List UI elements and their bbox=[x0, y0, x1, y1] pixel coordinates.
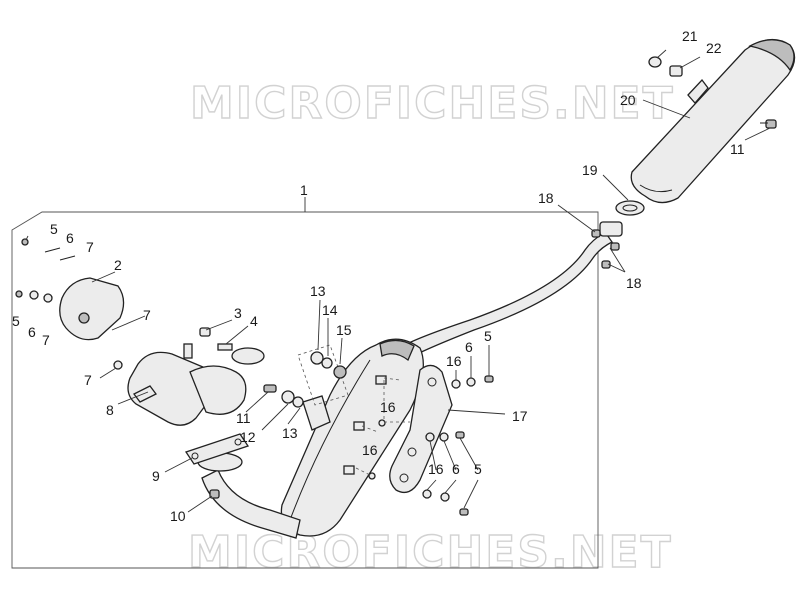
callout-10: 10 bbox=[170, 508, 186, 524]
callout-11-b: 11 bbox=[730, 141, 745, 157]
callout-5-d: 5 bbox=[474, 461, 482, 477]
callout-5-a: 5 bbox=[50, 221, 58, 237]
cap-nut-part bbox=[648, 56, 662, 68]
callout-15: 15 bbox=[336, 322, 352, 338]
callout-21: 21 bbox=[682, 28, 698, 44]
callout-labels: 1 2 3 4 5 6 7 5 6 7 7 7 8 9 10 11 12 13 … bbox=[12, 28, 745, 524]
callout-6-a: 6 bbox=[66, 230, 74, 246]
callout-7-b: 7 bbox=[42, 332, 50, 348]
heat-shield-bracket-part bbox=[389, 364, 453, 494]
link-pipe-part bbox=[395, 221, 623, 363]
callout-13-a: 13 bbox=[310, 283, 326, 299]
callout-7-a: 7 bbox=[86, 239, 94, 255]
flange-bolt bbox=[209, 489, 220, 499]
mount-washers bbox=[310, 351, 347, 379]
callout-11-a: 11 bbox=[236, 410, 251, 426]
callout-16-d: 16 bbox=[428, 461, 444, 477]
assembly-lines bbox=[355, 377, 410, 477]
callout-3: 3 bbox=[234, 305, 242, 321]
callout-6-d: 6 bbox=[452, 461, 460, 477]
callout-16-c: 16 bbox=[362, 442, 378, 458]
callout-12: 12 bbox=[240, 429, 256, 445]
assembly-frame bbox=[11, 197, 599, 569]
sensor-part bbox=[183, 327, 211, 359]
callout-13-b: 13 bbox=[282, 425, 298, 441]
flange-part bbox=[184, 433, 250, 465]
right-fasteners-upper bbox=[378, 375, 494, 427]
callout-7-d: 7 bbox=[84, 372, 92, 388]
callout-16-a: 16 bbox=[446, 353, 462, 369]
callout-4: 4 bbox=[250, 313, 258, 329]
callout-9: 9 bbox=[152, 468, 160, 484]
callout-7-c: 7 bbox=[143, 307, 151, 323]
mid-mount-hardware bbox=[263, 384, 304, 408]
callout-6-c: 6 bbox=[465, 339, 473, 355]
callout-6-b: 6 bbox=[28, 324, 36, 340]
gasket-part bbox=[615, 200, 645, 216]
muffler-part bbox=[630, 38, 796, 204]
expansion-chamber-part bbox=[280, 338, 424, 537]
heat-shield-part bbox=[59, 277, 125, 341]
callout-5-c: 5 bbox=[484, 328, 492, 344]
leader-lines bbox=[25, 49, 771, 513]
callout-19: 19 bbox=[582, 162, 598, 178]
left-fasteners bbox=[15, 238, 123, 370]
callout-20: 20 bbox=[620, 92, 636, 108]
callout-2: 2 bbox=[114, 257, 122, 273]
spacer-part bbox=[669, 65, 683, 77]
front-silencer-part bbox=[127, 347, 265, 426]
watermark-top: MICROFICHES.NET bbox=[190, 78, 675, 129]
callout-5-b: 5 bbox=[12, 313, 20, 329]
callout-18-a: 18 bbox=[538, 190, 554, 206]
mount-plate-part bbox=[297, 344, 349, 431]
callout-14: 14 bbox=[322, 302, 338, 318]
callout-8: 8 bbox=[106, 402, 114, 418]
gasket-small-part bbox=[217, 343, 233, 351]
watermark-bottom: MICROFICHES.NET bbox=[188, 527, 673, 578]
callout-18-b: 18 bbox=[626, 275, 642, 291]
callout-16-b: 16 bbox=[380, 399, 396, 415]
callout-22: 22 bbox=[706, 40, 722, 56]
callout-1: 1 bbox=[300, 182, 308, 198]
callout-17: 17 bbox=[512, 408, 528, 424]
chamber-clips bbox=[343, 375, 387, 475]
bolt-part bbox=[760, 119, 777, 129]
right-fasteners-lower bbox=[368, 431, 469, 516]
